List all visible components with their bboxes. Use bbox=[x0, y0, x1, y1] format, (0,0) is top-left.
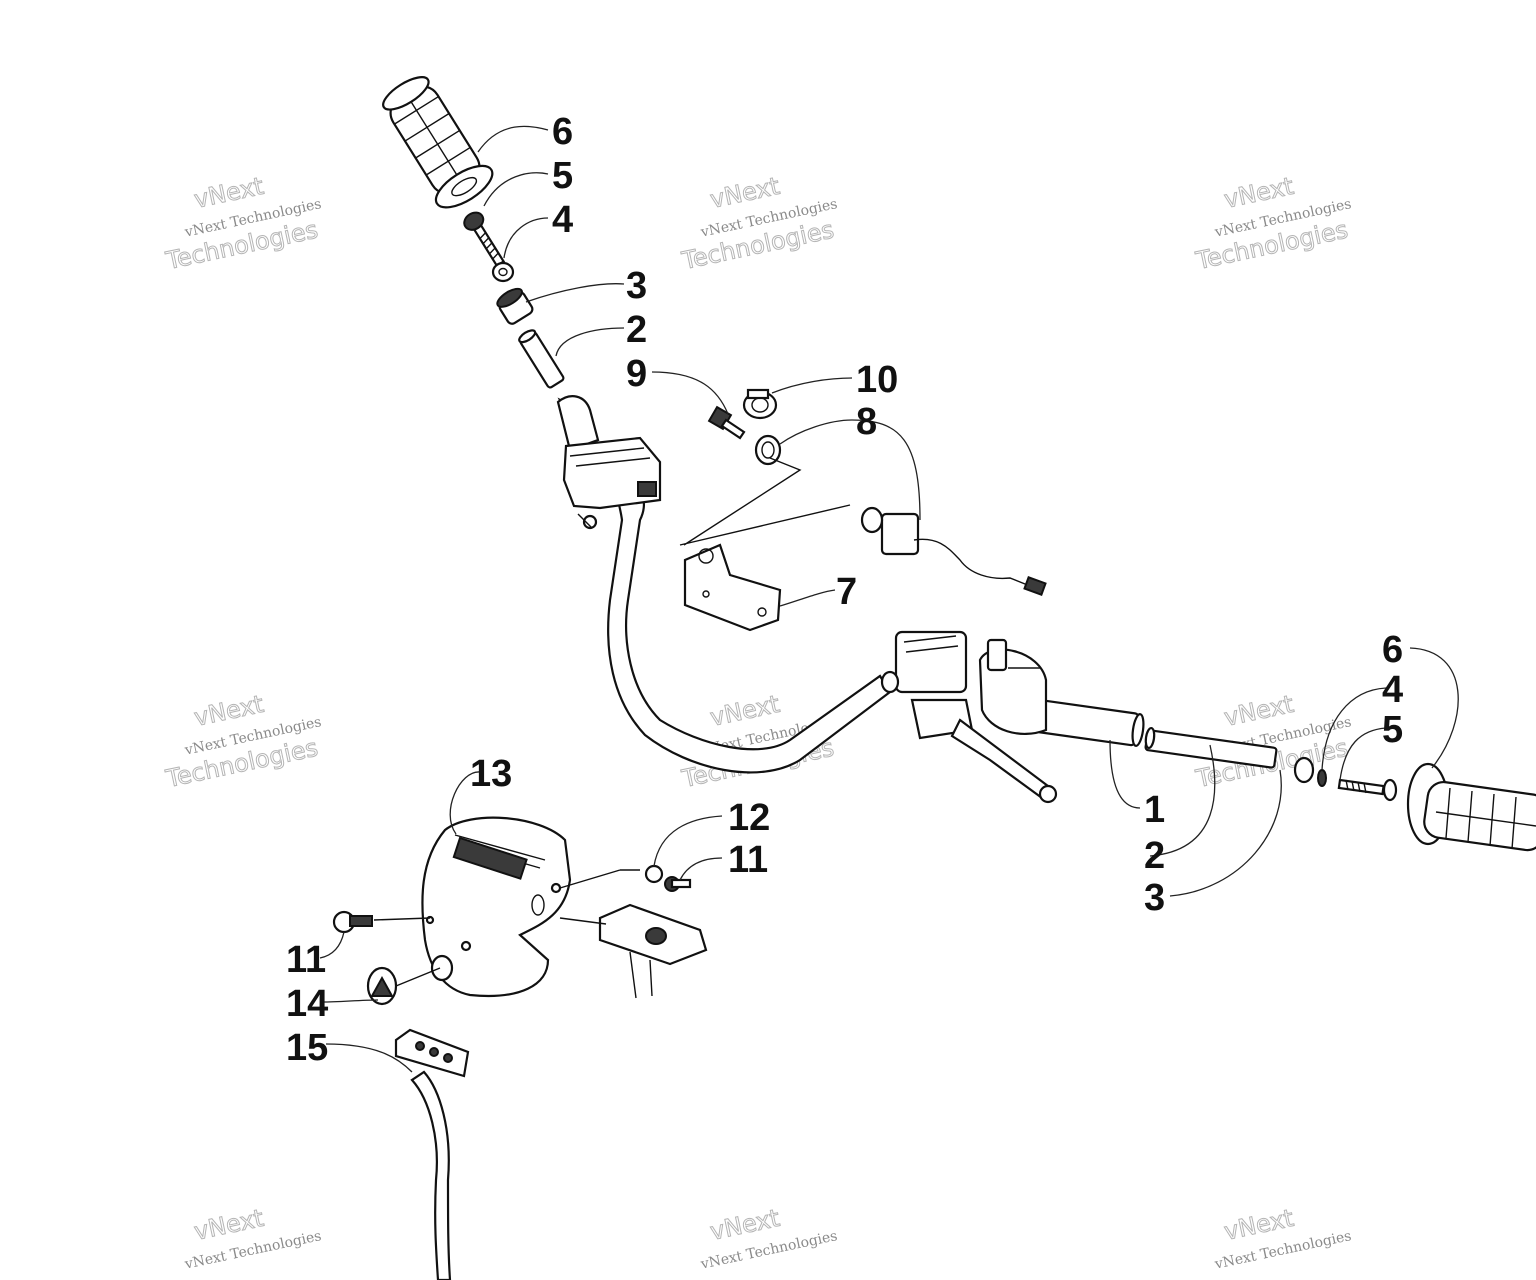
callout-1-right: 1 bbox=[1144, 789, 1165, 831]
callout-4-right: 4 bbox=[1382, 669, 1403, 711]
ignition-switch bbox=[860, 506, 1047, 596]
callout-8: 8 bbox=[856, 401, 877, 443]
watermark-top-right: vNext vNext Technologies Technologies bbox=[1192, 171, 1353, 275]
callout-2-top: 2 bbox=[626, 309, 647, 351]
left-grip bbox=[382, 76, 494, 209]
svg-text:vNext: vNext bbox=[1222, 172, 1296, 214]
svg-text:vNext: vNext bbox=[192, 690, 266, 732]
watermark-bottom-right: vNext vNext Technologies bbox=[1212, 1203, 1352, 1272]
callout-13: 13 bbox=[470, 753, 512, 795]
right-end-bolt bbox=[1337, 778, 1398, 802]
svg-text:vNext: vNext bbox=[708, 690, 782, 732]
callout-6-right: 6 bbox=[1382, 629, 1403, 671]
callout-5-right: 5 bbox=[1382, 709, 1403, 751]
headlight-pod bbox=[421, 816, 572, 997]
ignition-key bbox=[707, 405, 746, 440]
left-bar-insert bbox=[518, 329, 565, 389]
svg-text:vNext: vNext bbox=[1222, 690, 1296, 732]
callout-2-right: 2 bbox=[1144, 835, 1165, 877]
brake-master-cylinder bbox=[880, 630, 1058, 804]
right-grip bbox=[1406, 762, 1536, 852]
throttle-housing bbox=[978, 638, 1048, 735]
callout-6-top: 6 bbox=[552, 111, 573, 153]
key-switch-nut bbox=[754, 434, 782, 466]
callout-4-top: 4 bbox=[552, 199, 573, 241]
leader-lines bbox=[319, 125, 1459, 1073]
callout-3-top: 3 bbox=[626, 265, 647, 307]
callout-labels: 6 5 4 3 2 9 10 8 7 1 2 3 6 4 5 13 12 11 … bbox=[286, 111, 1403, 1069]
key-switch-bezel bbox=[742, 388, 778, 420]
callout-12: 12 bbox=[728, 797, 770, 839]
pod-emblem bbox=[366, 966, 441, 1006]
left-end-bolt bbox=[463, 211, 506, 268]
watermark-mid-right: vNext vNext Technologies Technologies bbox=[1192, 689, 1353, 793]
callout-3-right: 3 bbox=[1144, 877, 1165, 919]
callout-15: 15 bbox=[286, 1027, 328, 1069]
indicator-lamp bbox=[394, 1028, 470, 1280]
callout-5-top: 5 bbox=[552, 155, 573, 197]
svg-text:vNext: vNext bbox=[192, 172, 266, 214]
watermark-bottom-center: vNext vNext Technologies bbox=[698, 1203, 838, 1272]
left-switch-housing bbox=[562, 436, 662, 530]
callout-11-left: 11 bbox=[286, 939, 326, 981]
pod-screw bbox=[559, 864, 692, 892]
svg-text:vNext: vNext bbox=[708, 1204, 782, 1246]
watermark-mid-left: vNext vNext Technologies Technologies bbox=[162, 689, 323, 793]
callout-10: 10 bbox=[856, 359, 898, 401]
svg-text:vNext: vNext bbox=[192, 1204, 266, 1246]
mount-outline bbox=[679, 457, 851, 546]
left-pod-screw bbox=[332, 910, 431, 934]
callout-11-right: 11 bbox=[728, 839, 768, 881]
right-end-cap bbox=[1293, 756, 1315, 784]
left-end-cap bbox=[496, 287, 534, 325]
switch-bracket bbox=[683, 543, 782, 632]
watermark-top-left: vNext vNext Technologies Technologies bbox=[162, 171, 323, 275]
callout-9: 9 bbox=[626, 353, 647, 395]
callout-14: 14 bbox=[286, 983, 328, 1025]
pod-mount-bracket bbox=[559, 903, 708, 999]
svg-text:vNext: vNext bbox=[1222, 1204, 1296, 1246]
right-washer bbox=[1317, 769, 1327, 787]
watermark-bottom-left: vNext vNext Technologies bbox=[182, 1203, 322, 1272]
callout-7: 7 bbox=[836, 571, 857, 613]
watermark-top-center: vNext vNext Technologies Technologies bbox=[678, 171, 839, 275]
left-washer bbox=[491, 261, 515, 283]
handlebar bbox=[556, 395, 1145, 774]
svg-text:vNext: vNext bbox=[708, 172, 782, 214]
